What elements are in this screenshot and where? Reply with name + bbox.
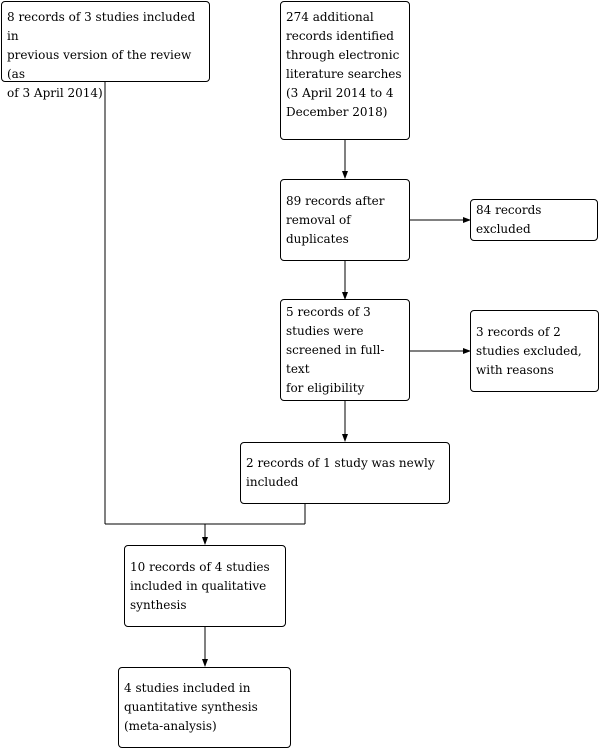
records-after-dedup-box: 89 records after removal of duplicates: [280, 179, 410, 261]
previous-review-records-box: 8 records of 3 studies included in previ…: [1, 1, 210, 100]
full-text-screened-box: 5 records of 3 studies were screened in …: [280, 299, 410, 401]
qualitative-synthesis-box: 10 records of 4 studies included in qual…: [124, 545, 286, 627]
records-excluded-box: 84 records excluded: [470, 199, 598, 241]
additional-records-box: 274 additional records identified throug…: [280, 1, 410, 140]
studies-excluded-with-reasons-box: 3 records of 2 studies excluded, with re…: [470, 310, 599, 392]
newly-included-box: 2 records of 1 study was newly included: [240, 442, 450, 504]
quantitative-synthesis-box: 4 studies included in quantitative synth…: [118, 667, 291, 748]
